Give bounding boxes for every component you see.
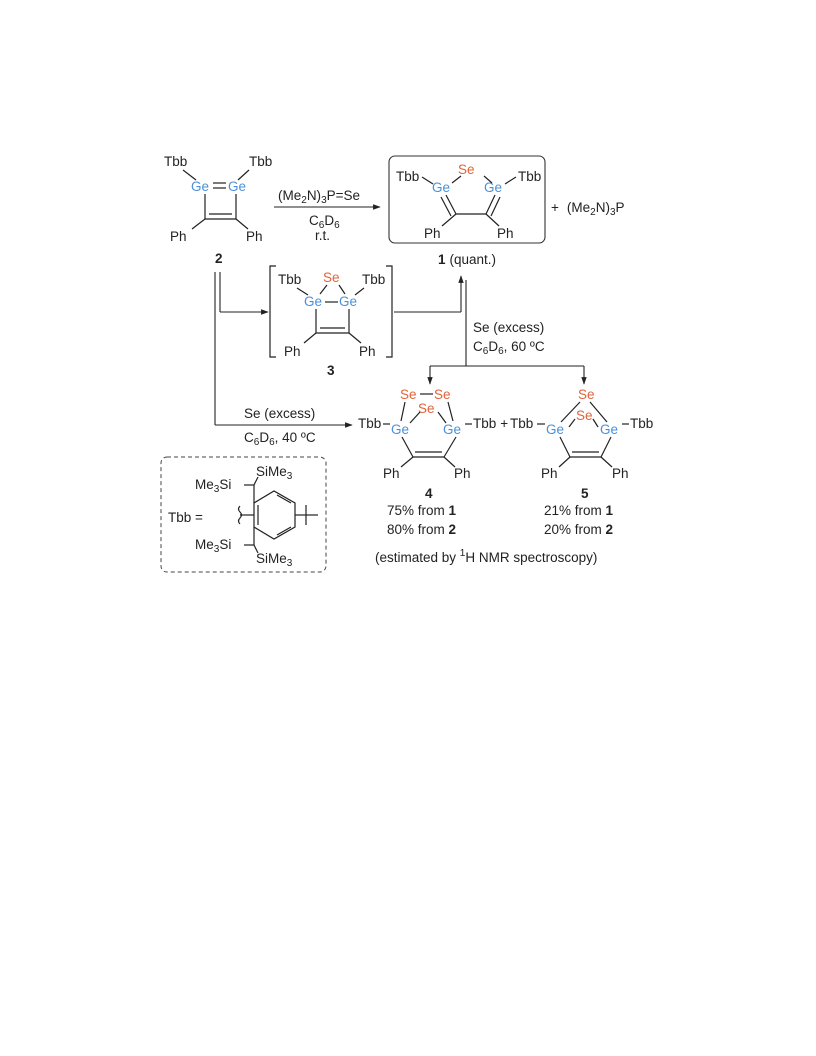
ge-atom: Ge bbox=[304, 294, 322, 309]
temperature-label: r.t. bbox=[315, 228, 330, 243]
se-atom: Se bbox=[418, 401, 435, 416]
condition-label: C6D6, 60 ºC bbox=[473, 339, 545, 357]
condition-label: C6D6, 40 ºC bbox=[244, 430, 316, 448]
ph-label: Ph bbox=[359, 344, 376, 359]
compound-1: Tbb Tbb Se Ge Ge Ph Ph 1(quant.) bbox=[388, 155, 546, 267]
tbb-label: Tbb bbox=[510, 416, 533, 431]
ge-atom: Ge bbox=[443, 422, 461, 437]
ph-label: Ph bbox=[424, 226, 441, 241]
tbb-label: Tbb bbox=[518, 169, 541, 184]
ge-atom: Ge bbox=[432, 180, 450, 195]
compound-3: Tbb Tbb Se Ge Ge Ph Ph 3 bbox=[269, 265, 393, 378]
tbb-legend: Tbb = Me3Si SiMe3 Me3Si SiMe3 bbox=[160, 456, 327, 573]
ph-label: Ph bbox=[497, 226, 514, 241]
compound-number-2: 2 bbox=[215, 251, 223, 266]
ge-atom: Ge bbox=[391, 422, 409, 437]
me3si-label: Me3Si bbox=[195, 537, 231, 555]
compound-2: Tbb Tbb Ge Ge Ph Ph 2 bbox=[164, 154, 272, 266]
me3si-label: Me3Si bbox=[195, 477, 231, 495]
tbb-label: Tbb bbox=[358, 416, 381, 431]
tbb-label: Tbb bbox=[278, 272, 301, 287]
yield-4-from-2: 80% from 2 bbox=[387, 522, 456, 537]
se-atom: Se bbox=[434, 387, 451, 402]
product-box bbox=[388, 155, 546, 244]
byproduct-label: +(Me2N)3P bbox=[551, 200, 625, 218]
yield-5-from-1: 21% from 1 bbox=[544, 503, 614, 518]
ge-atom: Ge bbox=[228, 179, 246, 194]
se-atom: Se bbox=[578, 387, 595, 402]
tbb-label: Tbb bbox=[396, 169, 419, 184]
compound-number-3: 3 bbox=[327, 363, 335, 378]
compound-5: Se Se Tbb Ge Ge Tbb Ph Ph 5 21% from 1 2… bbox=[510, 387, 653, 537]
tbb-equals: Tbb = bbox=[168, 510, 203, 525]
ph-label: Ph bbox=[454, 466, 471, 481]
compound-number-4: 4 bbox=[425, 486, 433, 501]
yield-4-from-1: 75% from 1 bbox=[387, 503, 457, 518]
compound-4: Se Se Se Tbb Ge Ge Tbb+ Ph Ph 4 75% from… bbox=[358, 387, 508, 537]
ph-label: Ph bbox=[612, 466, 629, 481]
attachment-point bbox=[237, 505, 243, 525]
reagent-label: Se (excess) bbox=[244, 406, 315, 421]
compound-1-caption: 1(quant.) bbox=[438, 252, 496, 267]
reagent-label: (Me2N)3P=Se bbox=[278, 188, 360, 206]
arrow-from-2: Se (excess) C6D6, 40 ºC bbox=[215, 406, 353, 448]
ph-label: Ph bbox=[246, 229, 263, 244]
ge-atom: Ge bbox=[339, 294, 357, 309]
ph-label: Ph bbox=[383, 466, 400, 481]
ge-atom: Ge bbox=[191, 179, 209, 194]
arrow-from-1: Se (excess) C6D6, 60 ºC bbox=[427, 280, 587, 385]
se-atom: Se bbox=[400, 387, 417, 402]
yield-note: (estimated by 1H NMR spectroscopy) bbox=[375, 548, 597, 565]
benzene-ring bbox=[253, 490, 296, 540]
ph-label: Ph bbox=[541, 466, 558, 481]
compound-number-5: 5 bbox=[581, 486, 589, 501]
yield-5-from-2: 20% from 2 bbox=[544, 522, 613, 537]
top-reaction-arrow: (Me2N)3P=Se C6D6 r.t. bbox=[274, 188, 381, 243]
sime3-label: SiMe3 bbox=[256, 551, 293, 569]
se-atom: Se bbox=[458, 162, 475, 177]
ge-atom: Ge bbox=[484, 180, 502, 195]
ph-label: Ph bbox=[284, 344, 301, 359]
reagent-label: Se (excess) bbox=[473, 320, 544, 335]
sime3-label: SiMe3 bbox=[256, 464, 293, 482]
legend-box bbox=[160, 456, 327, 573]
tbb-label: Tbb bbox=[630, 416, 653, 431]
tbb-label: Tbb bbox=[362, 272, 385, 287]
tbb-label: Tbb+ bbox=[473, 416, 508, 431]
solvent-label: C6D6 bbox=[309, 213, 340, 231]
tbb-label: Tbb bbox=[164, 154, 187, 169]
se-atom: Se bbox=[323, 270, 340, 285]
ph-label: Ph bbox=[170, 229, 187, 244]
tbb-label: Tbb bbox=[249, 154, 272, 169]
se-atom: Se bbox=[576, 408, 593, 423]
pathway-via-3 bbox=[214, 272, 464, 425]
ge-atom: Ge bbox=[546, 422, 564, 437]
ge-atom: Ge bbox=[600, 422, 618, 437]
